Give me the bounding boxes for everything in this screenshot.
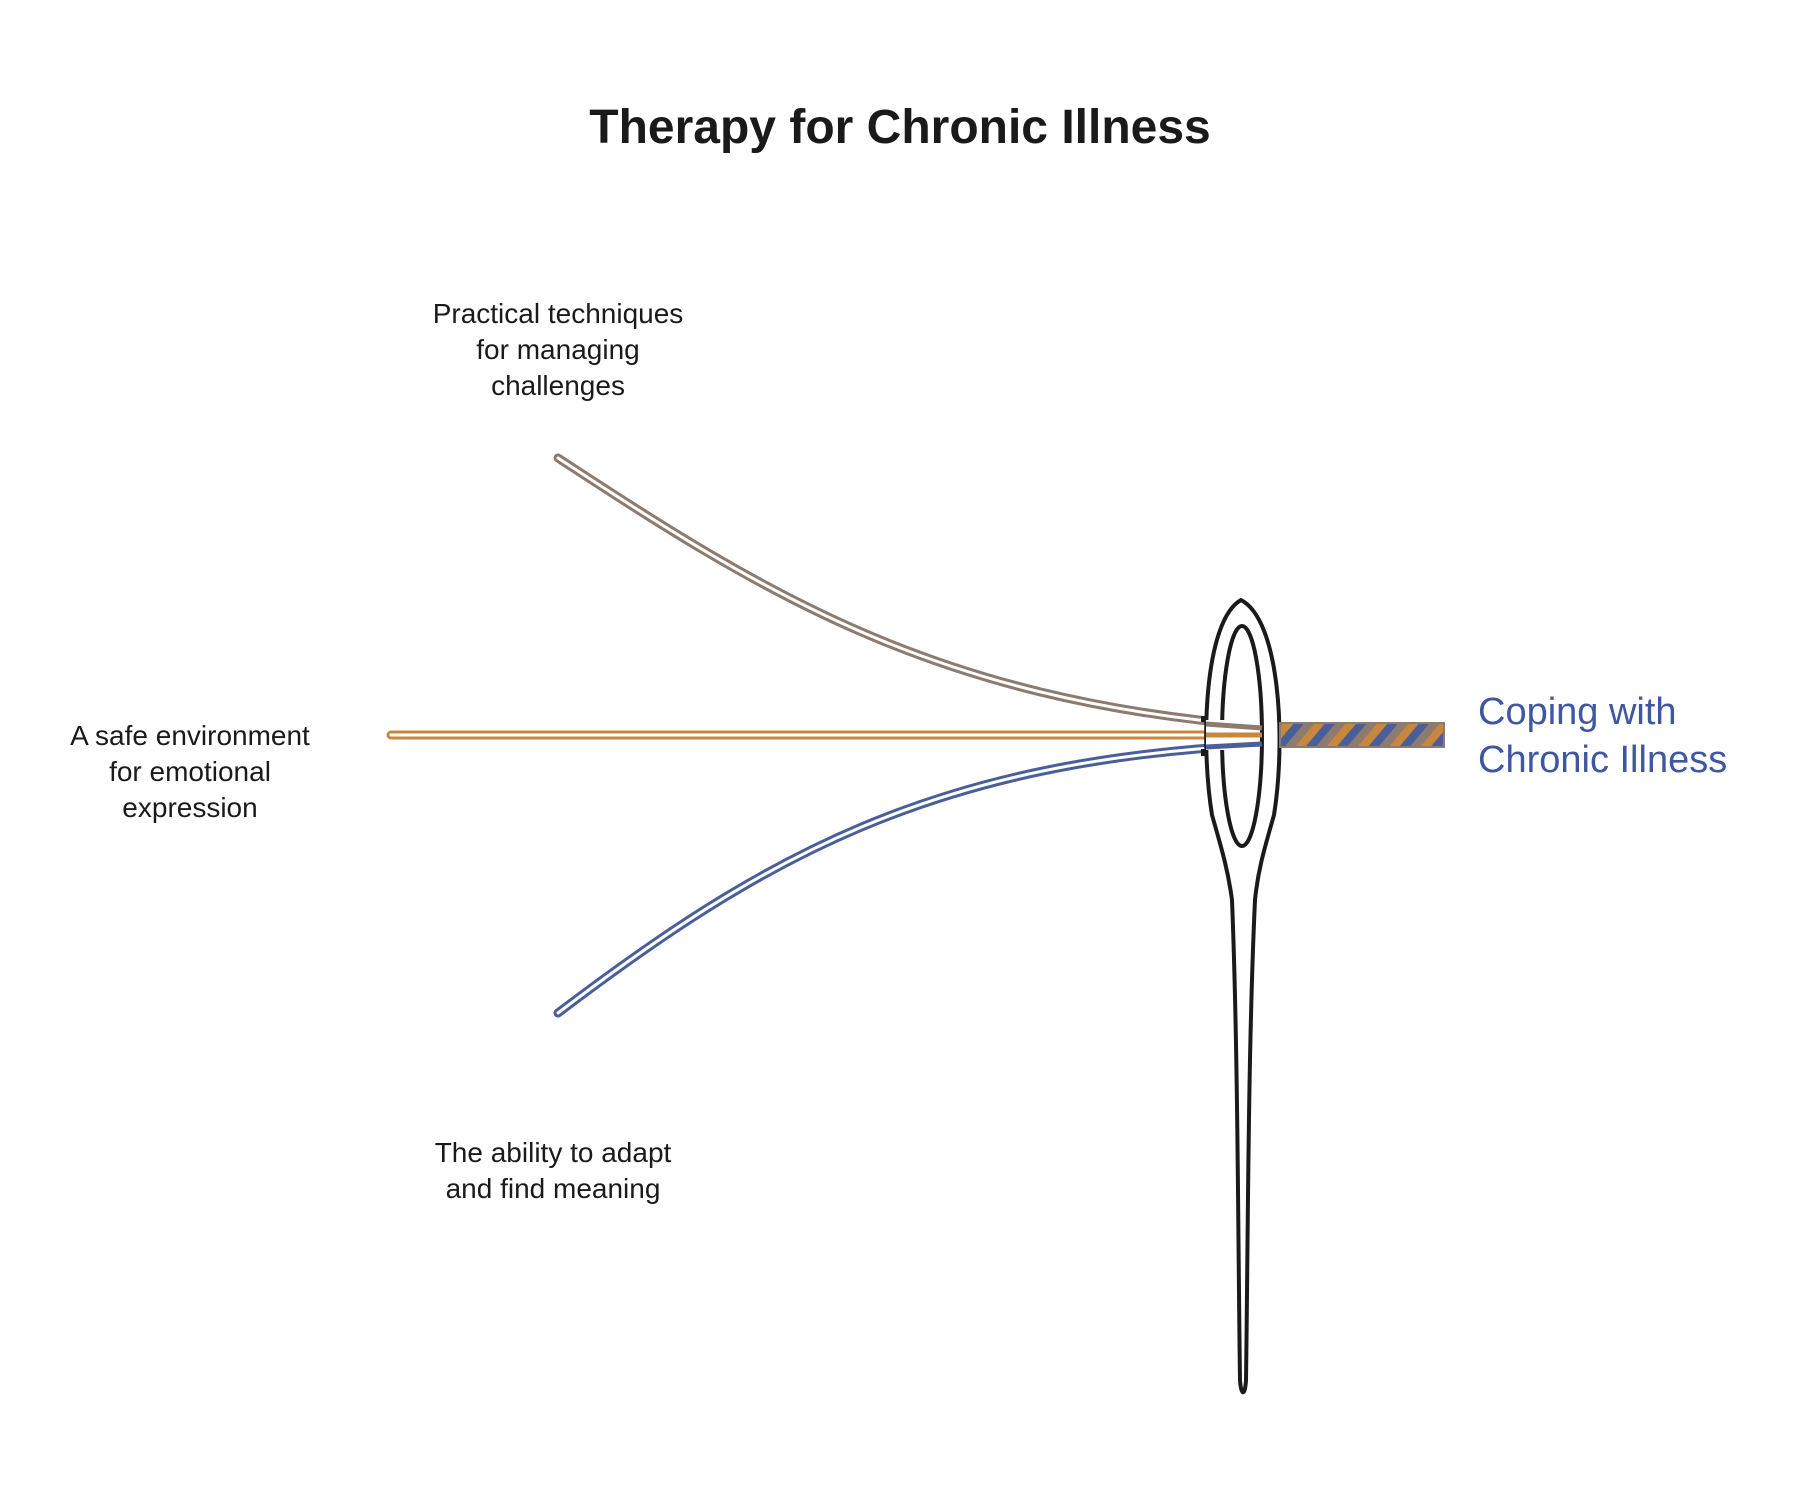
label-line: The ability to adapt <box>434 1137 672 1168</box>
label-line: expression <box>122 792 258 823</box>
label-line: A safe environment <box>70 720 310 751</box>
thread-practical-techniques <box>553 453 1265 731</box>
label-line: for managing <box>476 334 640 365</box>
label-line: challenges <box>491 370 625 401</box>
label-ability-to-adapt: The ability to adapt and find meaning <box>403 1135 703 1207</box>
outcome-label: Coping with Chronic Illness <box>1478 688 1778 784</box>
label-line: for emotional <box>109 756 271 787</box>
outcome-line: Coping with <box>1478 691 1677 733</box>
label-line: Practical techniques <box>432 298 684 329</box>
threads-through-eye <box>1201 716 1263 756</box>
diagram-title: Therapy for Chronic Illness <box>589 101 1211 154</box>
label-line: and find meaning <box>445 1173 661 1204</box>
outcome-line: Chronic Illness <box>1478 739 1728 781</box>
sewing-needle-icon <box>1204 598 1282 1395</box>
label-practical-techniques: Practical techniques for managing challe… <box>393 296 723 404</box>
twisted-thread <box>1279 722 1445 748</box>
label-safe-environment: A safe environment for emotional express… <box>40 718 340 826</box>
thread-ability-to-adapt <box>553 740 1265 1018</box>
